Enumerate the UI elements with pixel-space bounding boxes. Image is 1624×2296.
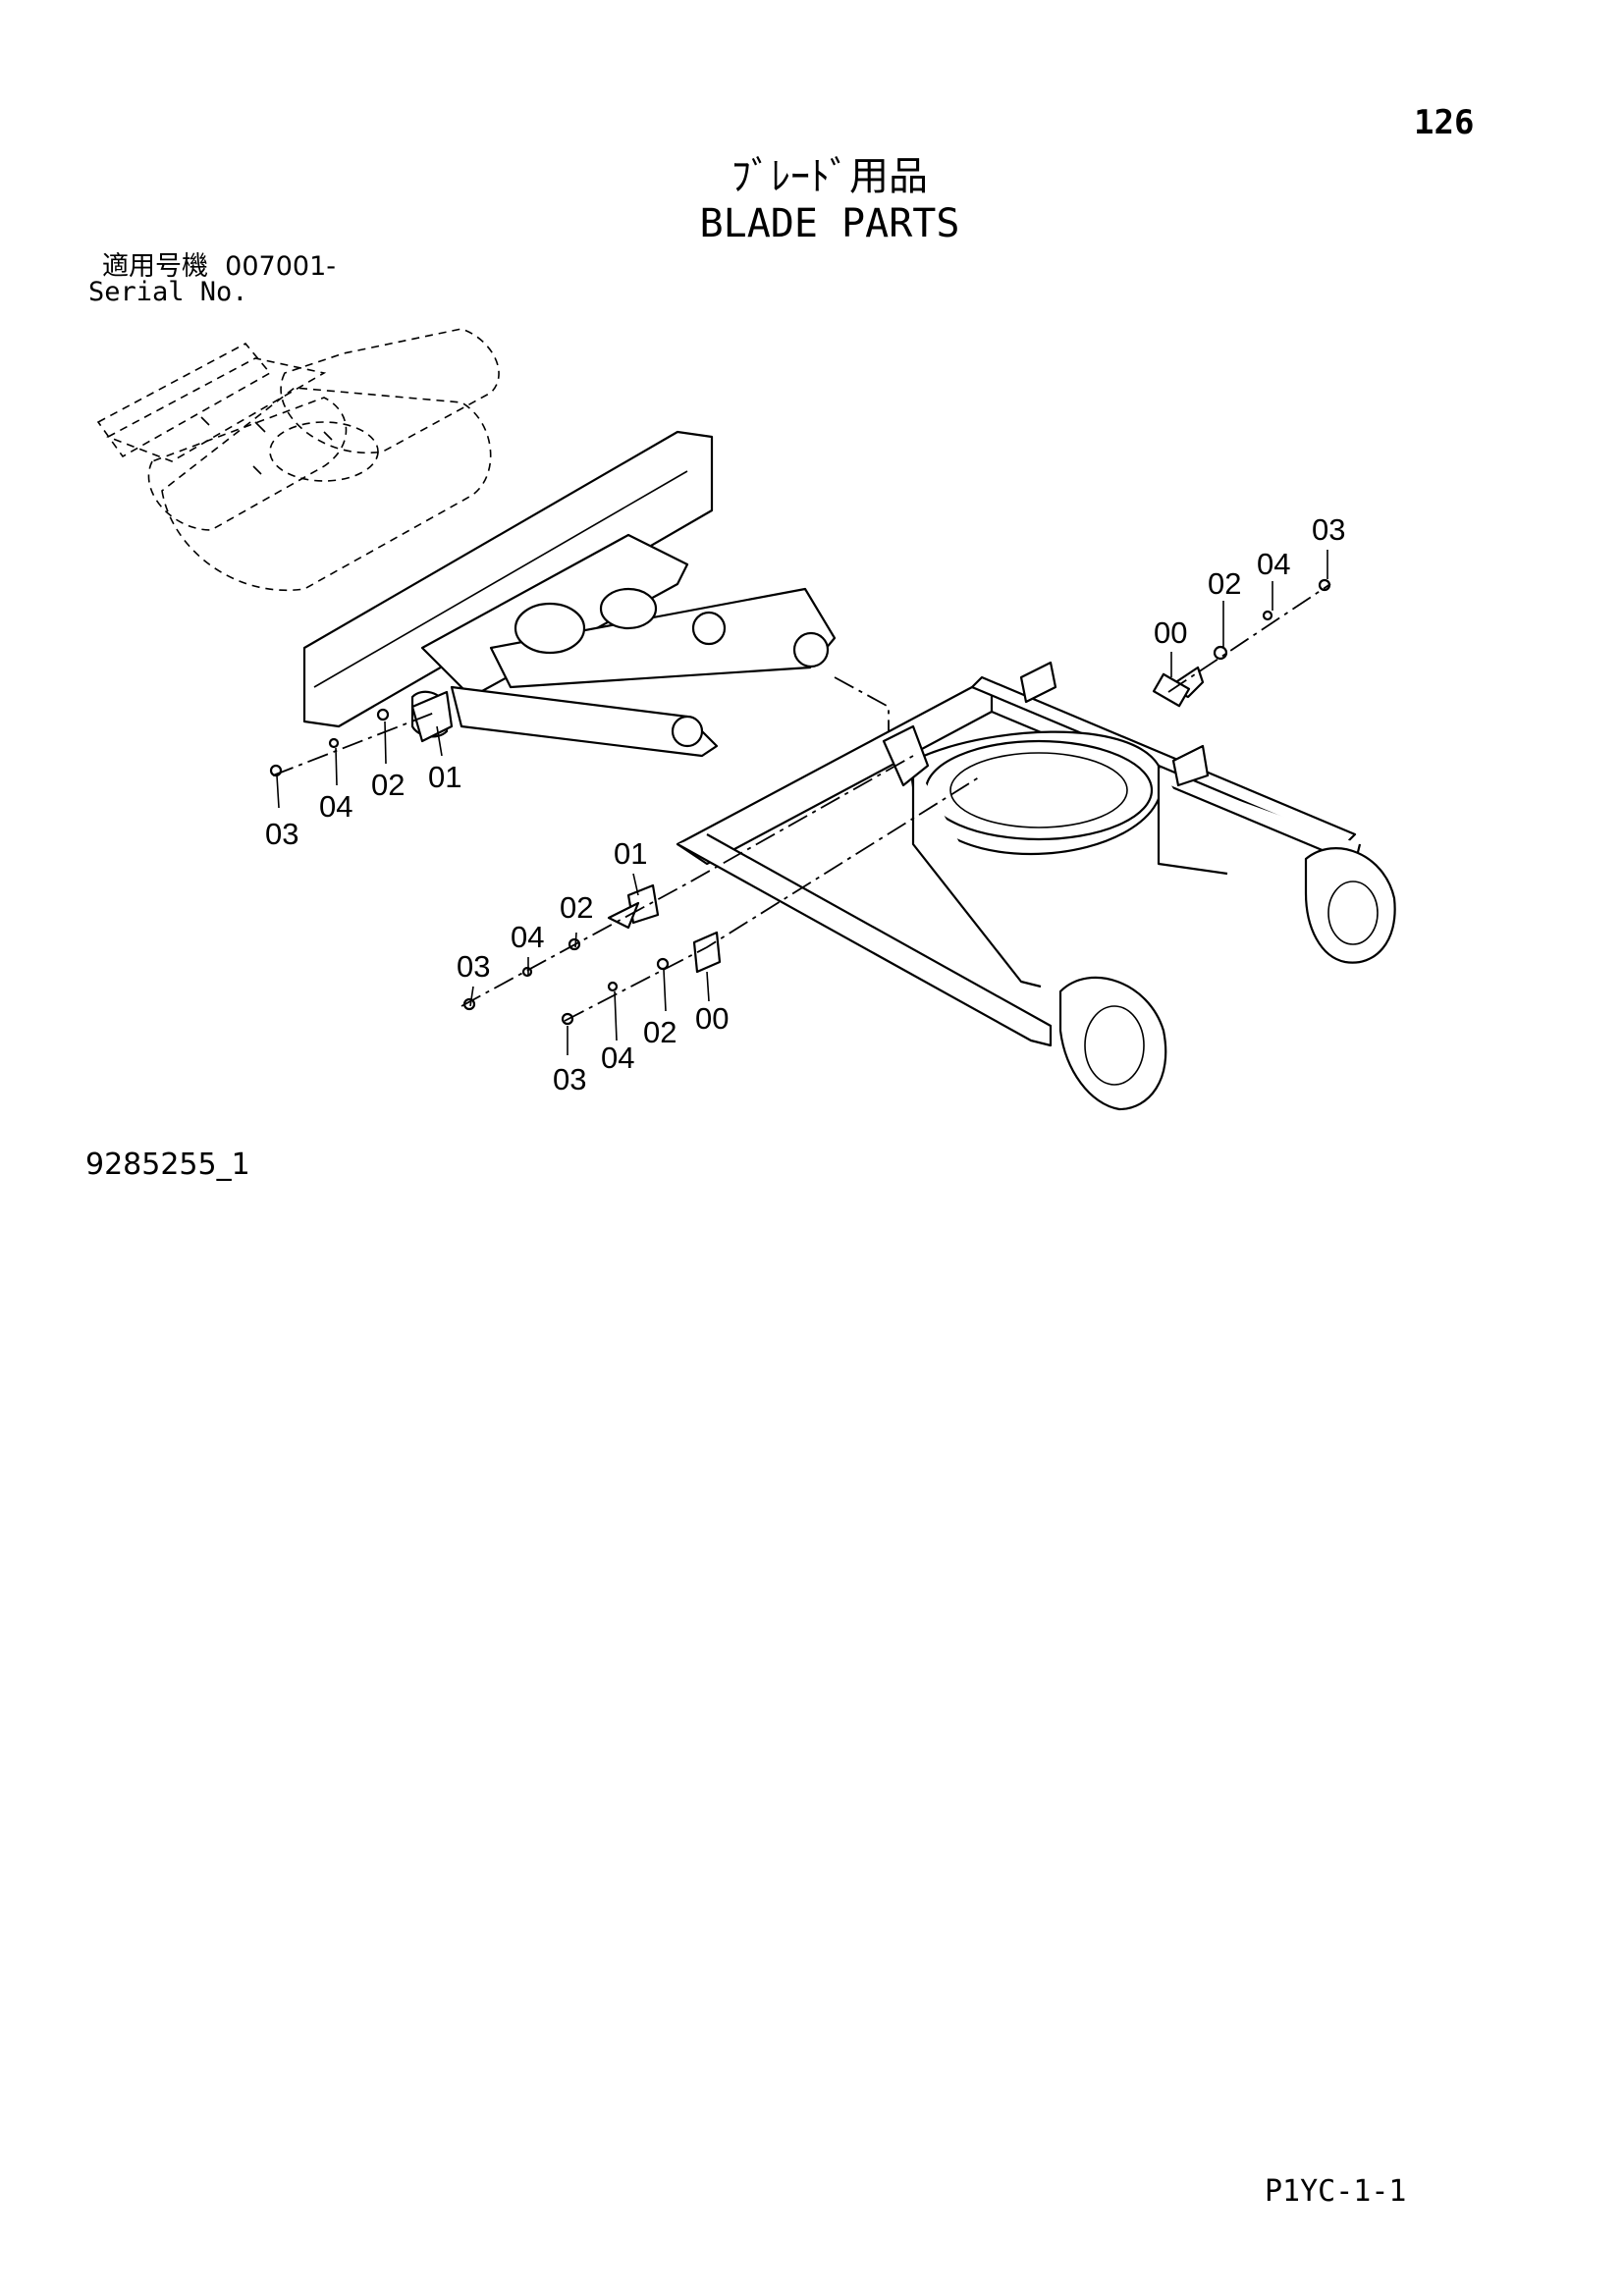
assembly-centerlines — [272, 583, 1331, 1022]
page-title-japanese: ﾌﾞﾚｰﾄﾞ用品 — [731, 154, 928, 199]
callout-04-upper-right: 04 — [1257, 547, 1290, 581]
drawing-number: 9285255_1 — [85, 1148, 250, 1182]
callout-04-left: 04 — [319, 789, 352, 824]
blade-assembly — [302, 430, 837, 758]
callout-leaders — [276, 550, 1328, 1055]
callout-03-center: 03 — [457, 949, 490, 984]
applicable-serial-label: 適用号機 — [102, 251, 208, 282]
callout-03-upper-right: 03 — [1312, 512, 1345, 547]
callout-04-lower: 04 — [601, 1041, 634, 1075]
callout-02-left: 02 — [371, 768, 405, 802]
applicable-serial: 適用号機 007001- — [102, 253, 336, 280]
callout-labels: 00 02 04 03 01 02 04 03 01 02 04 03 03 0… — [265, 512, 1345, 1096]
callout-03-lower: 03 — [553, 1062, 586, 1096]
machine-overview-inset — [96, 328, 500, 592]
callout-02-upper-right: 02 — [1208, 566, 1241, 601]
applicable-serial-value: 007001- — [225, 251, 336, 282]
callout-02-center: 02 — [560, 890, 593, 925]
callout-03-left: 03 — [265, 817, 298, 851]
callout-01-center: 01 — [614, 836, 647, 871]
page-title-english: BLADE PARTS — [699, 201, 960, 246]
serial-number-label: Serial No. — [88, 277, 248, 307]
page-number: 126 — [1414, 103, 1475, 142]
sheet-reference: P1YC-1-1 — [1265, 2174, 1407, 2209]
callout-00-lower: 00 — [695, 1001, 729, 1036]
callout-04-center: 04 — [511, 920, 544, 954]
track-frame — [676, 661, 1396, 1111]
callout-00-upper-right: 00 — [1154, 615, 1187, 650]
callout-02-lower: 02 — [643, 1015, 677, 1049]
blade-parts-exploded-diagram: 00 02 04 03 01 02 04 03 01 02 04 03 03 0… — [96, 328, 1396, 1111]
callout-01-left: 01 — [428, 760, 461, 794]
